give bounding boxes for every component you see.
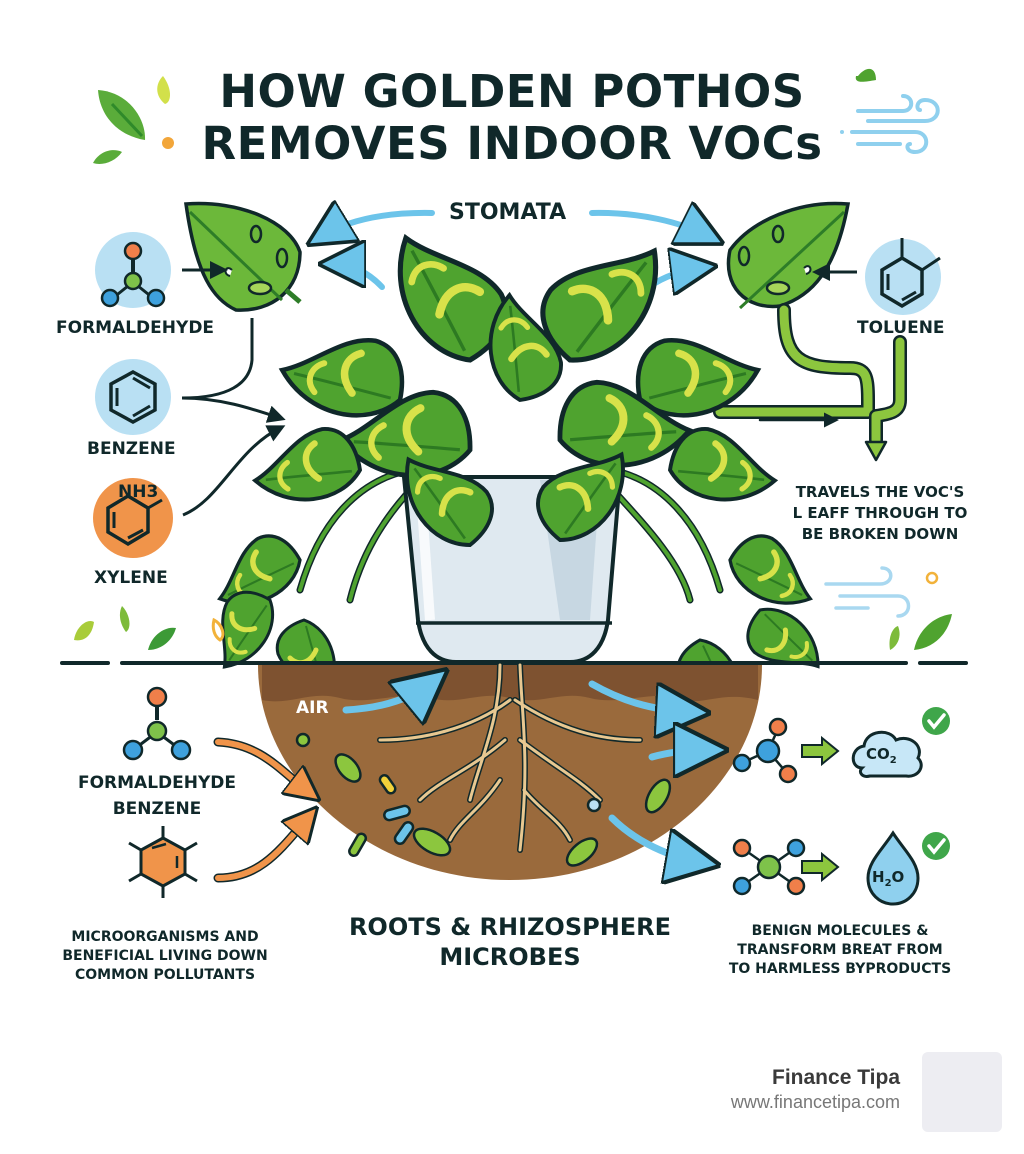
roots-fill	[378, 663, 642, 852]
xylene-formula-label: NH3	[118, 482, 159, 502]
brand-name: Finance Tipa	[772, 1066, 900, 1089]
co2-label: CO2	[866, 745, 897, 766]
roots-title-line: ROOTS & RHIZOSPHERE	[348, 913, 672, 941]
brand-url[interactable]: www.financetipa.com	[730, 1092, 900, 1112]
benzene-ring-icon	[95, 359, 171, 435]
microbe-icons	[295, 732, 672, 867]
formaldehyde-label: FORMALDEHYDE	[56, 318, 215, 338]
benzene-label: BENZENE	[87, 439, 176, 459]
roots-title-line: MICROBES	[439, 943, 581, 971]
decorative-leaves-top-left-icon	[93, 76, 174, 164]
wind-icon-top-right	[840, 68, 940, 155]
xylene-label: XYLENE	[94, 568, 168, 588]
magnified-leaf-left-icon	[184, 201, 302, 312]
toluene-label: TOLUENE	[857, 318, 945, 338]
caption-line: TO HARMLESS BYPRODUCTS	[728, 961, 952, 977]
caption-line: MICROORGANISMS AND	[71, 929, 259, 945]
formaldehyde-molecule-bottom-icon	[122, 686, 192, 761]
bottom-formaldehyde-label: FORMALDEHYDE	[77, 773, 237, 793]
roots-section-title: ROOTS & RHIZOSPHERE MICROBES	[340, 912, 680, 972]
pollutant-to-soil-arrows-fill	[215, 739, 306, 881]
transport-caption-line: BE BROKEN DOWN	[801, 525, 959, 543]
transport-caption: TRAVELS THE VOC'S L EAFF THROUGH TO BE B…	[780, 482, 980, 545]
title-line-1: HOW GOLDEN POTHOS	[219, 65, 805, 118]
water-drop-icon	[866, 830, 920, 906]
soil-rhizosphere	[258, 665, 762, 880]
magnified-leaf-right-icon	[726, 201, 851, 310]
caption-line: BENEFICIAL LIVING DOWN	[62, 948, 268, 964]
pollutant-flow-arrows	[181, 318, 286, 517]
stomata-label: STOMATA	[449, 200, 567, 225]
ground-decorations	[74, 566, 952, 650]
page-title: HOW GOLDEN POTHOS REMOVES INDOOR VOCs	[0, 66, 1024, 170]
caption-line: COMMON POLLUTANTS	[74, 967, 256, 983]
formaldehyde-molecule-icon	[95, 232, 171, 308]
benzene-hexagon-bottom-icon	[128, 826, 198, 898]
air-label: AIR	[296, 698, 329, 718]
byproducts-caption: BENIGN MOLECULES & TRANSFORM BREAT FROM …	[720, 922, 960, 979]
branding: Finance Tipa www.financetipa.com	[731, 1066, 900, 1113]
air-flow-arrows	[342, 682, 708, 862]
green-conversion-arrows	[801, 735, 840, 883]
caption-line: BENIGN MOLECULES &	[751, 923, 929, 939]
golden-pothos-plant-icon	[193, 220, 825, 721]
h2o-label: H2O	[872, 868, 905, 889]
intermediate-molecule-bottom-icon	[732, 838, 806, 896]
brand-logo-box	[922, 1052, 1002, 1132]
intermediate-molecule-top-icon	[732, 717, 798, 784]
xylene-molecule-icon	[93, 478, 173, 558]
caption-line: TRANSFORM BREAT FROM	[737, 942, 943, 958]
bottom-benzene-label: BENZENE	[112, 799, 202, 819]
toluene-molecule-icon	[865, 238, 941, 315]
check-badge-icons	[922, 707, 950, 860]
title-line-2: REMOVES INDOOR VOCs	[201, 117, 823, 170]
transport-caption-line: L EAFF THROUGH TO	[792, 504, 968, 522]
co2-cloud-icon	[851, 730, 923, 778]
bottom-pollutants-label: FORMALDEHYDE BENZENE	[52, 770, 262, 822]
transport-caption-line: TRAVELS THE VOC'S	[795, 483, 965, 501]
translocation-pipe	[713, 303, 907, 462]
microorganisms-caption: MICROORGANISMS AND BENEFICIAL LIVING DOW…	[40, 928, 290, 985]
